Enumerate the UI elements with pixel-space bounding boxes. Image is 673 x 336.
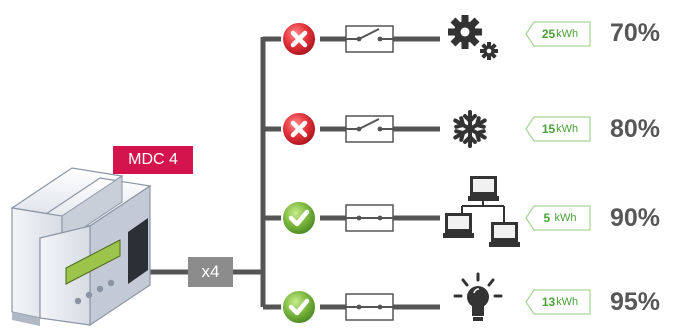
- energy-value: 15: [541, 122, 556, 136]
- percent-label: 95%: [610, 288, 661, 316]
- snowflake-icon: [453, 110, 487, 148]
- energy-unit: kWh: [556, 123, 579, 135]
- percent-label: 90%: [610, 204, 661, 232]
- network-computers-icon: [443, 176, 520, 247]
- status-on-icon: [281, 200, 317, 236]
- switch-closed-icon: [345, 293, 394, 321]
- multiplier-badge: x4: [188, 257, 233, 287]
- energy-tag: 5 kWh: [530, 206, 590, 230]
- energy-unit: kWh: [554, 212, 577, 224]
- percent-label: 70%: [610, 19, 661, 47]
- branch-lines: [320, 36, 440, 310]
- energy-tags: [525, 21, 591, 315]
- status-on-icon: [281, 289, 317, 325]
- status-off-icon: [281, 21, 317, 57]
- switch-open-icon: [345, 115, 394, 143]
- device-label: MDC 4: [113, 146, 193, 174]
- switch-open-icon: [345, 25, 394, 53]
- gears-icon: [448, 15, 498, 60]
- energy-unit: kWh: [556, 296, 579, 308]
- energy-value: 5: [543, 211, 551, 225]
- energy-unit: kWh: [556, 28, 579, 40]
- energy-value: 25: [541, 27, 556, 41]
- switch-closed-icon: [345, 204, 394, 232]
- percent-label: 80%: [610, 115, 661, 143]
- energy-value: 13: [541, 295, 556, 309]
- mdc-device-icon: [10, 167, 152, 327]
- status-off-icon: [281, 111, 317, 147]
- lightbulb-icon: [453, 272, 503, 321]
